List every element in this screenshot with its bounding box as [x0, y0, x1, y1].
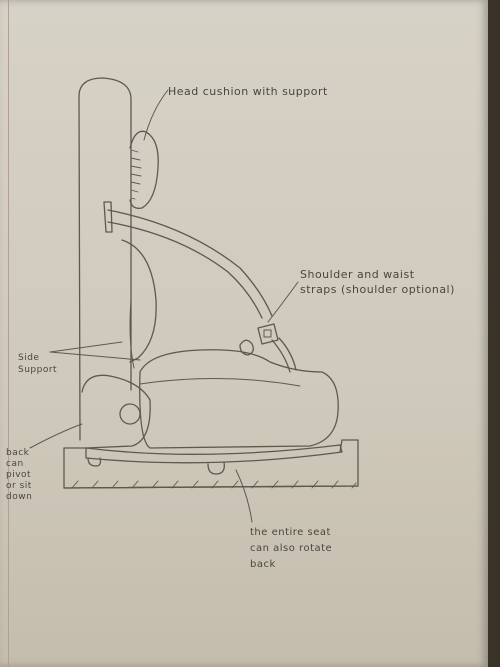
shoulder-strap-edge — [108, 210, 272, 316]
buckle — [258, 324, 278, 344]
seat-cushion — [140, 350, 338, 448]
head-cushion — [130, 131, 158, 208]
rotate-pointer — [236, 470, 252, 522]
back-pivot-label: back can pivot or sit down — [6, 448, 32, 503]
rail-foot-2 — [208, 462, 224, 474]
seat-back — [79, 78, 131, 440]
pivot-knob — [120, 404, 140, 424]
side-support — [122, 240, 156, 362]
strap-loop — [104, 202, 112, 232]
head-cushion-shading — [131, 150, 141, 199]
side-support-label: Side Support — [18, 352, 57, 376]
buckle-hole — [264, 330, 271, 337]
side-pointer-2 — [50, 352, 140, 360]
head-cushion-label: Head cushion with support — [168, 84, 328, 99]
back-pointer — [30, 424, 82, 448]
straps-pointer — [268, 282, 298, 322]
side-pointer-1 — [50, 342, 122, 352]
seat-cushion-seam — [140, 378, 300, 386]
rotate-back-label: the entire seat can also rotate back — [250, 525, 332, 573]
straps-label: Shoulder and waist straps (shoulder opti… — [300, 267, 455, 297]
